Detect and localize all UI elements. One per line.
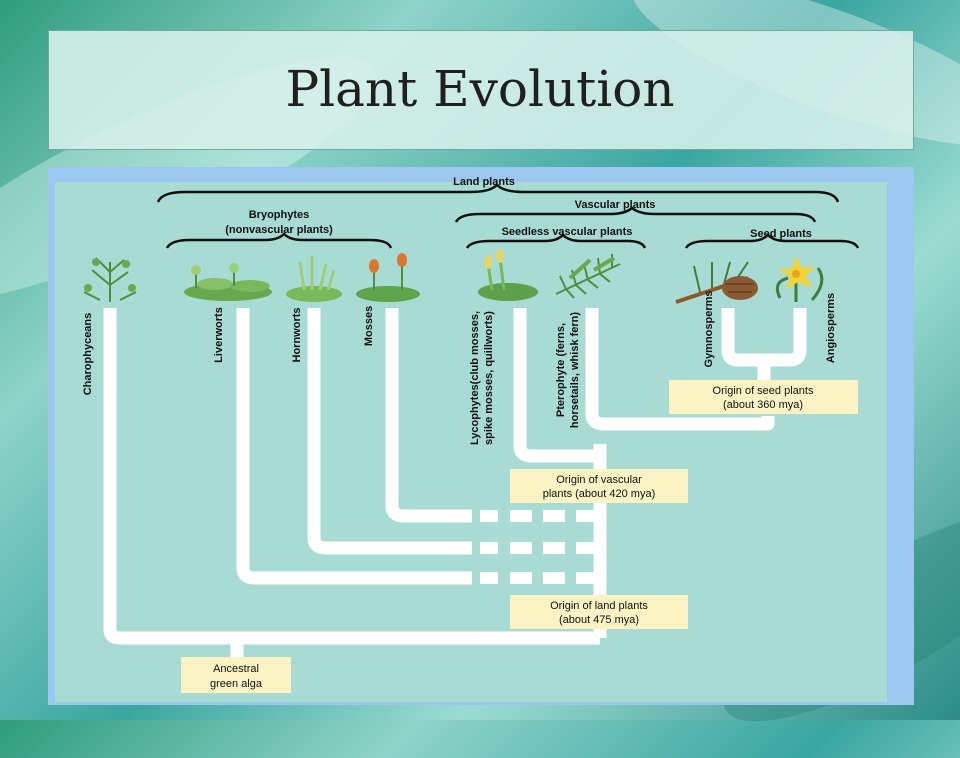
dash [510,510,532,522]
label-hornworts: Hornworts [291,308,303,363]
label-liverworts: Liverworts [213,307,225,363]
label-angiosperms: Angiosperms [825,293,837,363]
dash [510,542,532,554]
bracket-bryophytes [165,232,393,249]
brackets [156,183,860,249]
label-seed-plants: Seed plants [750,228,812,240]
dash [576,510,600,522]
label-nonvascular: (nonvascular plants) [225,224,333,236]
liverwort-illustration [184,263,272,301]
branch-pterophytes [585,308,680,431]
hornwort-illustration [286,256,342,302]
origin-seed-line2: (about 360 mya) [723,399,803,411]
label-lycophytes-line1: Lycophytes(club mosses, [469,311,481,445]
charophycean-illustration [83,257,137,302]
label-gymnosperms: Gymnosperms [703,290,715,367]
label-land-plants: Land plants [453,176,515,188]
ancestral-line1: Ancestral [213,663,259,675]
dash [576,572,600,584]
label-lycophytes-line2: spike mosses, quillworts) [483,311,495,445]
dash [510,572,532,584]
origin-vascular-box: Origin of vascular plants (about 420 mya… [510,469,688,503]
label-seedless-vascular: Seedless vascular plants [502,226,633,238]
branch-hornworts [307,308,472,555]
dash [480,510,498,522]
gymnosperm-illustration [675,261,758,304]
label-bryophytes: Bryophytes [249,209,310,221]
angiosperm-illustration [775,256,824,302]
label-pterophyte-line1: Pterophyte (ferns, [555,323,567,417]
origin-land-plants-box: Origin of land plants (about 475 mya) [510,595,688,629]
ancestral-line2: green alga [210,678,263,690]
fern-illustration [555,254,621,299]
branch-liverworts [236,308,472,585]
dashed-connectors [480,510,600,584]
bracket-seed-plants [684,233,860,249]
dash [543,572,565,584]
label-vascular-plants: Vascular plants [575,199,656,211]
label-pterophyte-line2: horsetails, whisk fern) [569,312,581,428]
lycophyte-illustration [478,249,538,301]
origin-land-line2: (about 475 mya) [559,614,639,626]
bracket-vascular-plants [454,206,817,223]
label-charophyceans: Charophyceans [82,313,94,396]
origin-seed-line1: Origin of seed plants [713,385,814,397]
origin-seed-plants-box: Origin of seed plants (about 360 mya) [669,380,858,414]
slide-title: Plant Evolution [285,60,675,118]
branch-charophyceans [103,308,600,645]
branch-mosses [385,308,472,523]
tree-branches [103,308,807,662]
branch-seed-joint [680,416,775,431]
origin-vascular-line1: Origin of vascular [556,474,642,486]
dash [543,542,565,554]
ancestral-alga-box: Ancestral green alga [181,657,291,693]
branch-lycophytes [513,308,600,463]
branch-gymno-angio [721,308,807,367]
label-mosses: Mosses [363,306,375,346]
dash [576,542,600,554]
origin-land-line1: Origin of land plants [550,600,648,612]
dash [543,510,565,522]
dash [480,572,498,584]
phylogeny-diagram: Land plants Vascular plants Bryophytes (… [82,176,860,693]
bracket-seedless [465,233,647,249]
bracket-land-plants [156,183,840,203]
title-panel [48,30,914,150]
dash [480,542,498,554]
moss-illustration [356,253,420,302]
origin-vascular-line2: plants (about 420 mya) [543,488,656,500]
